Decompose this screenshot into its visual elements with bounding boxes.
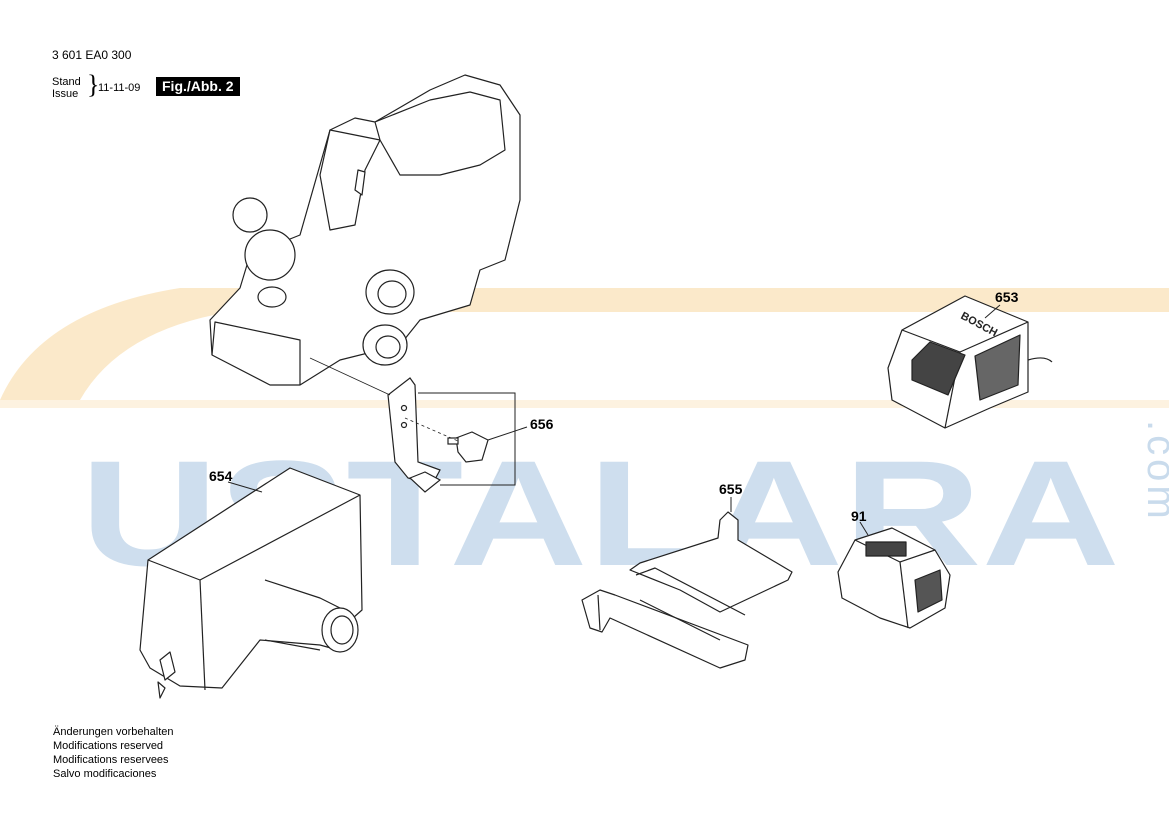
charger-power-cable xyxy=(1027,357,1053,363)
charger-vent-fins xyxy=(974,334,1021,401)
note-german: Änderungen vorbehalten xyxy=(53,726,174,738)
parallel-guide-plate xyxy=(629,511,793,613)
bracket-656-drawing xyxy=(309,357,528,493)
assembly-line-bracket xyxy=(309,357,391,396)
callout-656-leader xyxy=(487,426,528,441)
callout-91: 91 xyxy=(851,508,867,524)
dust-bag-654-drawing xyxy=(139,467,363,699)
battery-release-button xyxy=(914,569,943,613)
dust-bag-zipper-pull xyxy=(157,681,166,699)
wing-screw xyxy=(455,431,489,463)
parallel-guide-fence xyxy=(597,594,601,631)
planer-top-housing xyxy=(374,91,506,176)
planer-switch xyxy=(354,169,366,196)
planer-drawing xyxy=(209,74,521,386)
note-english: Modifications reserved xyxy=(53,740,164,752)
charger-653-drawing: BOSCH xyxy=(887,295,1053,429)
watermark-orange-arc xyxy=(0,288,1169,400)
watermark-suffix: .com xyxy=(1139,420,1169,523)
figure-label: Fig./Abb. 2 xyxy=(156,77,240,96)
battery-91-drawing xyxy=(837,521,951,629)
charger-battery-slot xyxy=(911,341,966,396)
callout-653: 653 xyxy=(995,289,1019,305)
callout-656: 656 xyxy=(530,416,554,432)
bracket-hole-upper xyxy=(400,404,408,412)
planer-side-boss xyxy=(232,197,268,233)
stand-label: Stand xyxy=(52,76,81,88)
battery-contact-block xyxy=(865,541,907,557)
dust-bag-nozzle-inner xyxy=(330,615,354,645)
parallel-guide-655-drawing xyxy=(581,497,793,669)
callout-91-leader xyxy=(859,521,869,536)
dust-bag-front-edge xyxy=(199,579,206,691)
callout-653-leader xyxy=(984,304,1001,319)
parallel-guide-rail xyxy=(581,589,749,669)
issue-date: 11-11-09 xyxy=(98,82,141,94)
parallel-guide-bracket xyxy=(387,377,441,486)
brace-glyph: } xyxy=(87,70,100,99)
callout-655: 655 xyxy=(719,481,743,497)
modification-notes: Änderungen vorbehalten Modifications res… xyxy=(53,725,173,781)
note-spanish: Salvo modificaciones xyxy=(53,768,157,780)
issue-label: Issue xyxy=(52,88,79,100)
dust-bag-nozzle-body xyxy=(264,579,341,651)
depth-knob-stem xyxy=(257,286,287,308)
bracket-foot-clip xyxy=(408,471,442,493)
note-french: Modifications reservees xyxy=(53,754,169,766)
callout-656-bracket-box xyxy=(418,392,516,486)
depth-knob xyxy=(244,229,296,281)
parallel-guide-arm xyxy=(635,567,746,616)
callout-654: 654 xyxy=(209,468,233,484)
dust-bag-zipper xyxy=(159,651,176,681)
watermark-orange-band xyxy=(0,400,1169,408)
chip-outlet-upper-inner xyxy=(377,280,407,308)
chip-outlet-lower-inner xyxy=(375,335,401,359)
wing-screw-thread xyxy=(447,437,459,445)
document-number: 3 601 EA0 300 xyxy=(52,48,132,62)
bracket-hole-lower xyxy=(400,421,408,429)
battery-front-edge xyxy=(899,561,909,629)
planer-base-edge xyxy=(211,321,301,385)
parallel-guide-slot xyxy=(639,599,721,641)
callout-654-leader xyxy=(227,481,263,493)
assembly-line-screw xyxy=(404,417,459,442)
